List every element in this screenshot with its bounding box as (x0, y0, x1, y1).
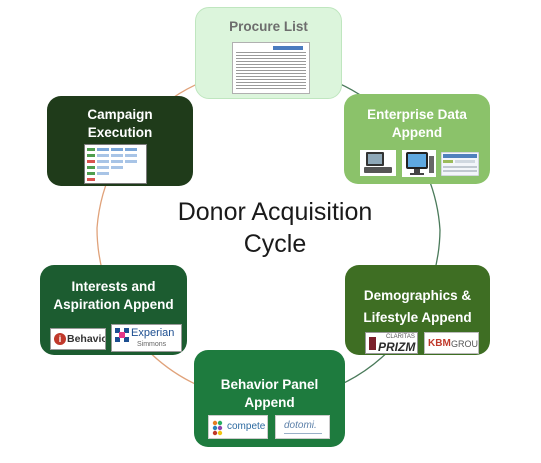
step-title: Interests and Aspiration Append (40, 278, 187, 314)
step-title: Enterprise Data Append (344, 106, 490, 142)
step-title: Campaign Execution (47, 106, 193, 142)
center-title-line: Cycle (243, 230, 307, 258)
step-title-line: Behavior Panel (220, 377, 319, 392)
computer-terminal-icon (360, 150, 396, 176)
compete-logo: compete (208, 415, 268, 439)
step-title-line: Append (391, 125, 443, 140)
simmons-label: Simmons (137, 341, 167, 348)
center-title-line: Donor Acquisition (177, 198, 373, 226)
step-title-line: Enterprise Data (367, 107, 467, 122)
experian-label: Experian (131, 327, 175, 339)
kbm-label: KBM (428, 338, 451, 349)
kbm-group-label: GROUP (451, 339, 478, 349)
claritas-label: CLARITAS (386, 334, 415, 340)
step-title-line: Procure List (229, 19, 308, 34)
step-title: Procure List (196, 18, 341, 36)
prizm-label: PRIZM (378, 340, 416, 354)
step-title-line: Append (244, 395, 295, 410)
spreadsheet-thumbnail (232, 42, 310, 94)
ibehavior-label: Behavior (67, 333, 105, 345)
kbm-group-logo: KBM GROUP (424, 332, 479, 354)
software-screenshot-icon (441, 152, 479, 176)
claritas-prizm-logo: CLARITAS PRIZM (365, 332, 418, 354)
ibehavior-logo: i Behavior (50, 328, 106, 350)
step-title-line: Campaign (87, 107, 153, 122)
diagram-center-title: Donor Acquisition Cycle (140, 196, 410, 260)
step-title-line: Lifestyle Append (363, 310, 472, 325)
step-title-line: Aspiration Append (53, 297, 174, 312)
step-title: Behavior Panel Append (194, 376, 345, 412)
compete-label: compete (227, 421, 266, 432)
step-title-line: Interests and (71, 279, 156, 294)
desktop-monitor-icon (402, 150, 436, 177)
step-title-line: Execution (87, 125, 153, 140)
step-interests-aspiration-append: Interests and Aspiration Append (40, 265, 187, 355)
experian-simmons-logo: Experian Simmons (111, 324, 182, 352)
dotomi-label: dotomi. (284, 420, 317, 431)
step-title: Demographics & Lifestyle Append (345, 285, 490, 329)
dotomi-logo: dotomi. (275, 415, 330, 439)
campaign-flow-screenshot (84, 144, 147, 184)
step-title-line: Demographics & (363, 288, 472, 303)
